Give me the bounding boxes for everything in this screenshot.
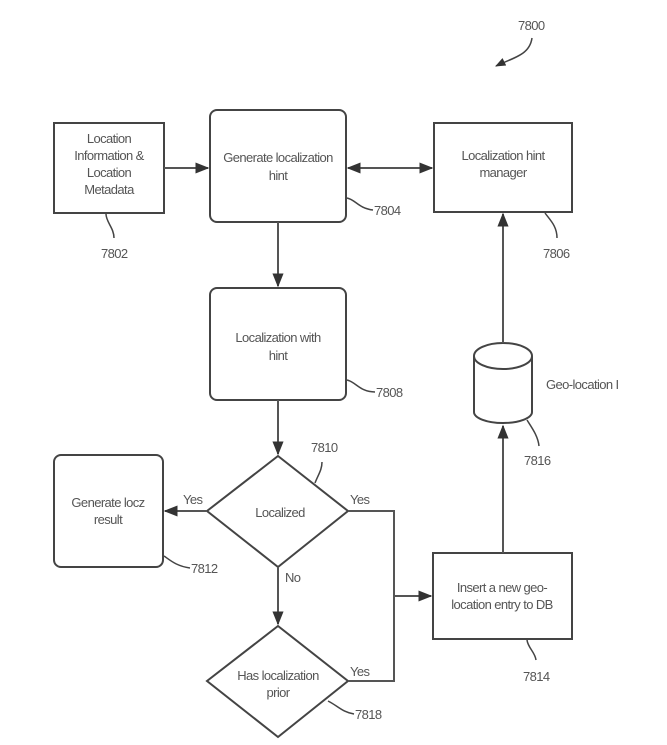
node-label-line: prior (266, 685, 290, 700)
leader-7806 (544, 212, 558, 239)
node-label-line: Insert a new geo- (457, 580, 548, 595)
leader-7816 (526, 419, 540, 447)
node-label-line: Has localization (237, 668, 319, 683)
leader-7808 (346, 379, 376, 393)
ref-7810: 7810 (311, 440, 338, 455)
ref-7812: 7812 (191, 561, 218, 576)
node-generate-locz-result: Generate locz result (53, 454, 164, 568)
ref-7806: 7806 (543, 246, 570, 261)
ref-7808: 7808 (376, 385, 403, 400)
leader-7810 (314, 461, 323, 484)
edge-label-yes-left: Yes (183, 492, 204, 507)
node-label-line: Localization with (235, 330, 321, 345)
edge-label-no: No (285, 570, 301, 585)
node-location-information: Location Information & Location Metadata (53, 122, 165, 214)
figure-ref-arrow (495, 37, 533, 67)
node-label-line: Generate localization (223, 150, 333, 165)
figure-ref-label: 7800 (518, 18, 545, 33)
leader-7814 (526, 639, 537, 661)
node-label-line: manager (479, 165, 527, 180)
node-label-line: Localization hint (461, 148, 545, 163)
node-insert-geo-location-entry: Insert a new geo- location entry to DB (432, 552, 573, 640)
edge-label-yes-right: Yes (350, 492, 371, 507)
edge-prior-yes-to-insert (348, 596, 395, 682)
node-geo-location-db: Geo-location I (473, 342, 619, 424)
ref-7818: 7818 (355, 707, 382, 722)
node-generate-localization-hint: Generate localization hint (209, 109, 347, 223)
db-label: Geo-location I (546, 377, 619, 392)
node-label-line: hint (269, 168, 289, 183)
node-localization-with-hint: Localization with hint (209, 287, 347, 401)
node-label-line: Generate locz (71, 495, 144, 510)
node-label-line: result (94, 512, 123, 527)
node-label-line: Information & (74, 148, 144, 163)
edge-localized-yes-to-insert (348, 510, 433, 602)
ref-7802: 7802 (101, 246, 128, 261)
edge-label-prior-yes: Yes (350, 664, 371, 679)
leader-7812 (163, 555, 191, 569)
node-localized-decision: Localized (205, 454, 350, 569)
leader-7804 (346, 197, 374, 211)
node-label-line: hint (269, 348, 289, 363)
leader-7802 (105, 213, 115, 239)
node-localization-hint-manager: Localization hint manager (433, 122, 573, 213)
leader-7818 (327, 700, 355, 715)
node-label-line: location entry to DB (451, 597, 552, 612)
node-label-line: Metadata (84, 182, 135, 197)
node-label-line: Location (87, 165, 132, 180)
ref-7814: 7814 (523, 669, 550, 684)
ref-7804: 7804 (374, 203, 401, 218)
node-label-line: Location (87, 131, 132, 146)
ref-7816: 7816 (524, 453, 551, 468)
node-has-localization-prior-decision: Has localization prior (205, 624, 350, 739)
node-label-line: Localized (255, 505, 305, 520)
